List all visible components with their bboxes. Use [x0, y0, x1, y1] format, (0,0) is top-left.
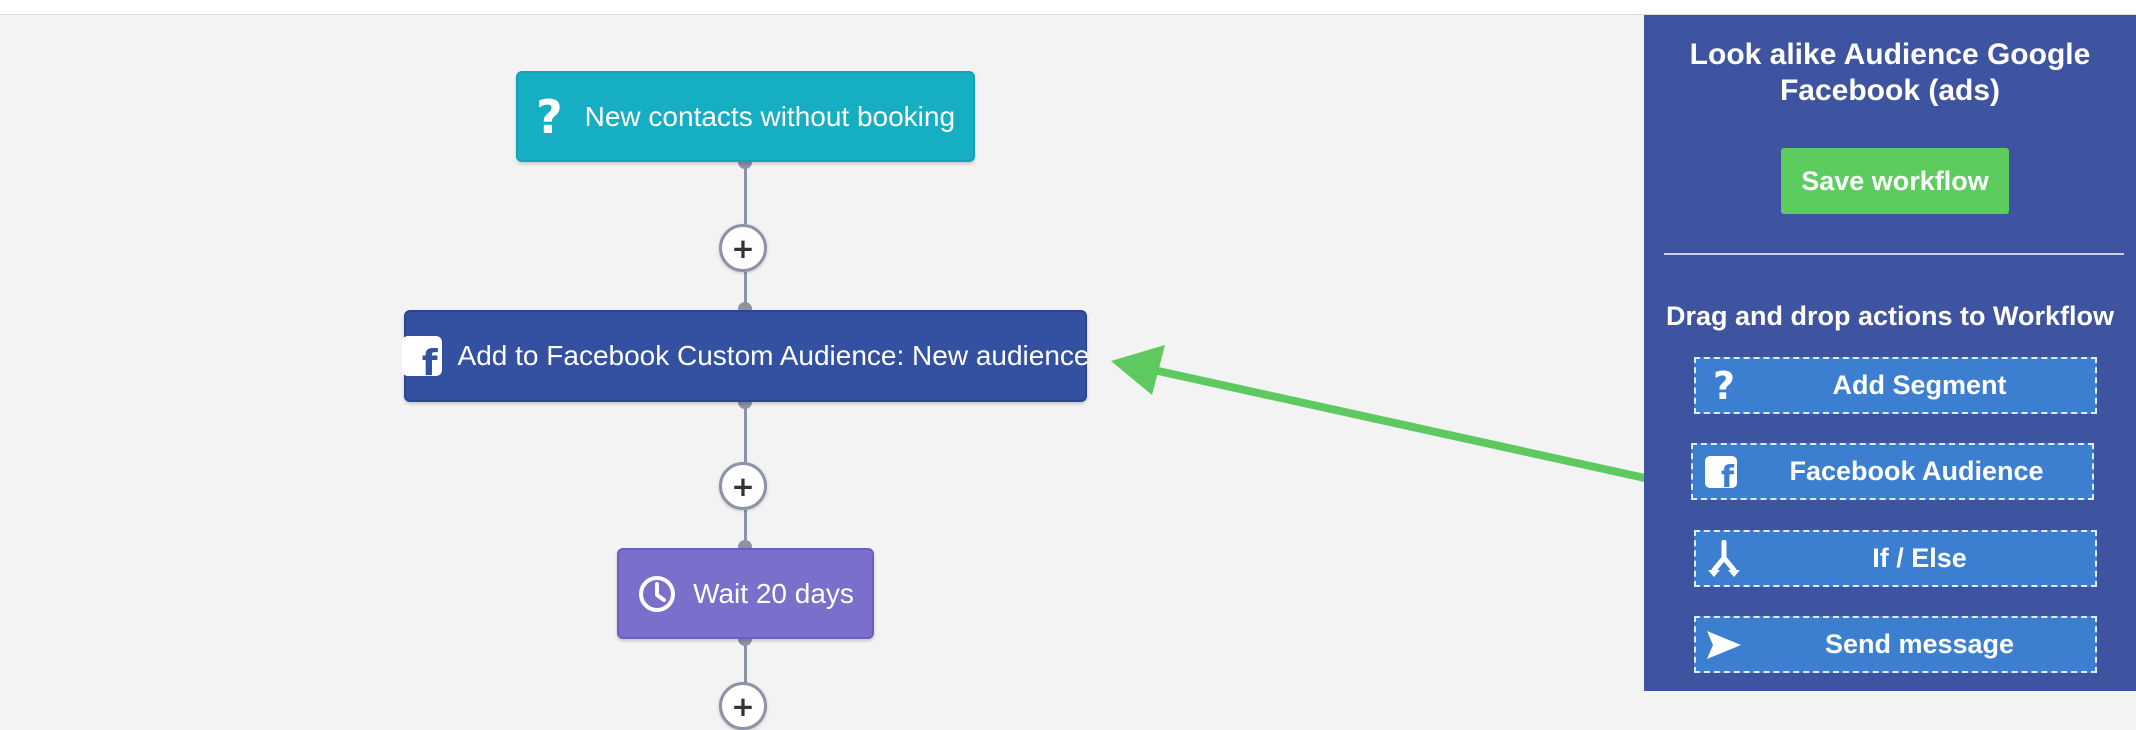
workflow-sidebar: Look alike Audience Google Facebook (ads… — [1644, 15, 2136, 691]
workflow-node-segment[interactable]: ? New contacts without booking — [516, 71, 975, 162]
add-step-button[interactable]: + — [719, 224, 767, 272]
connector-line — [744, 639, 747, 691]
connector-line — [744, 402, 747, 462]
connector-line — [744, 162, 747, 224]
facebook-icon: f — [401, 336, 442, 376]
action-add-segment[interactable]: ? Add Segment — [1694, 357, 2097, 414]
workflow-node-facebook-audience[interactable]: f Add to Facebook Custom Audience: New a… — [401, 310, 1090, 402]
send-icon — [1696, 629, 1752, 661]
add-step-button[interactable]: + — [719, 682, 767, 730]
action-if-else[interactable]: If / Else — [1694, 530, 2097, 587]
action-label: If / Else — [1872, 543, 1967, 573]
question-icon: ? — [1712, 363, 1736, 408]
node-label: New contacts without booking — [584, 100, 956, 132]
action-send-message[interactable]: Send message — [1694, 616, 2097, 673]
node-label: Wait 20 days — [693, 577, 854, 609]
workflow-node-wait[interactable]: Wait 20 days — [617, 548, 874, 639]
actions-heading: Drag and drop actions to Workflow — [1665, 301, 2115, 331]
add-step-button[interactable]: + — [719, 462, 767, 510]
node-label: Add to Facebook Custom Audience: New aud… — [457, 340, 1090, 371]
question-icon: ? — [535, 89, 563, 144]
connector-line — [744, 510, 747, 548]
split-icon — [1696, 539, 1752, 578]
divider — [1664, 253, 2124, 255]
action-label: Facebook Audience — [1789, 456, 2044, 486]
top-bar — [0, 0, 2136, 15]
action-facebook-audience[interactable]: f Facebook Audience — [1691, 443, 2094, 500]
facebook-icon: f — [1693, 455, 1749, 488]
clock-icon — [639, 575, 676, 612]
save-workflow-button[interactable]: Save workflow — [1781, 148, 2009, 214]
connector-line — [744, 272, 747, 310]
workflow-title: Look alike Audience Google Facebook (ads… — [1689, 38, 2091, 107]
workflow-canvas[interactable]: + + + ? New contacts without booking f A… — [0, 15, 1644, 730]
action-label: Add Segment — [1832, 370, 2007, 400]
action-label: Send message — [1824, 629, 2015, 659]
